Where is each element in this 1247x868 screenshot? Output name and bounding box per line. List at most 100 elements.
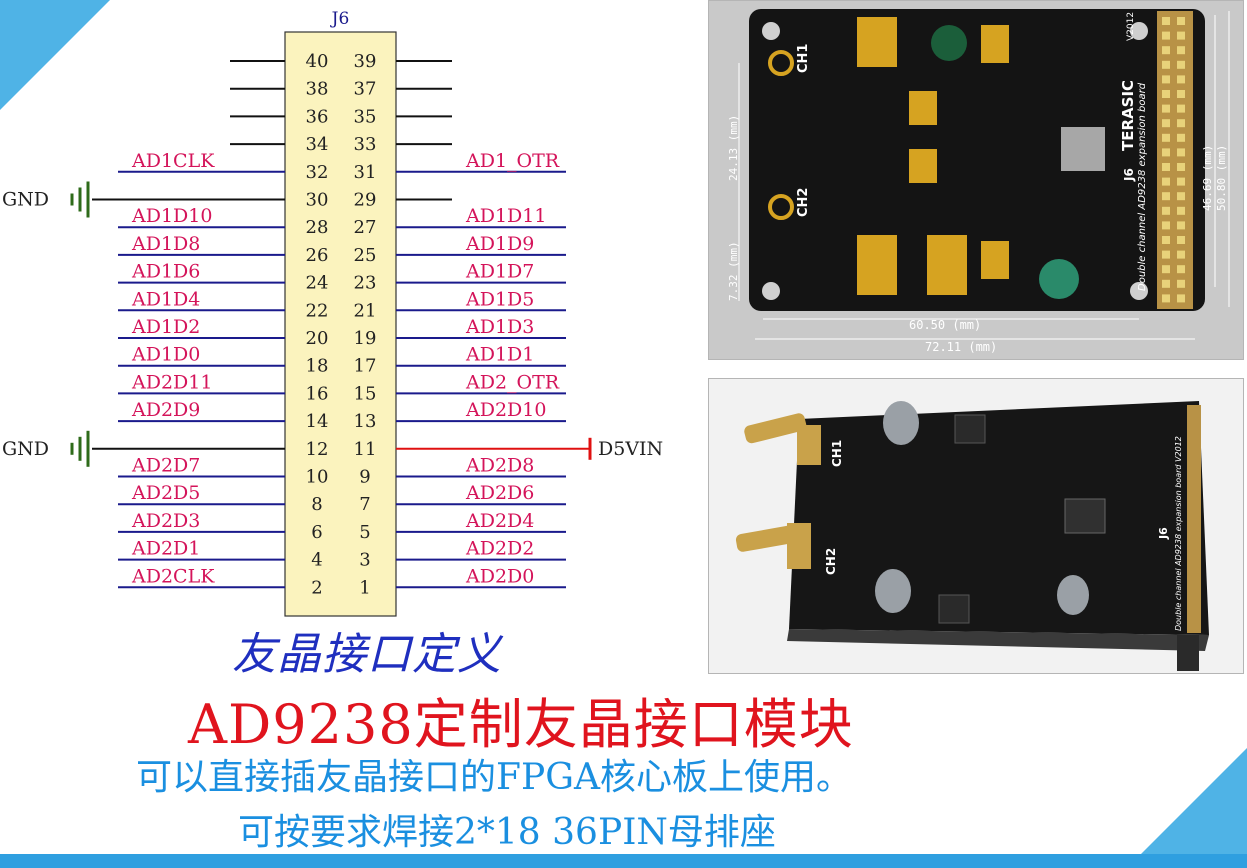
header-pin bbox=[1162, 17, 1170, 25]
pin-number: 20 bbox=[306, 328, 329, 349]
signal-label-left: AD1D4 bbox=[131, 288, 200, 310]
header-pin bbox=[1162, 265, 1170, 274]
signal-label-left: AD1CLK bbox=[131, 150, 215, 172]
gnd-label: GND bbox=[2, 438, 49, 460]
drawing-connector-ref: J6 bbox=[1122, 168, 1136, 182]
signal-label-right: AD2D0 bbox=[465, 565, 534, 587]
corner-decoration-bottom-right bbox=[1127, 748, 1247, 868]
pin-number: 24 bbox=[306, 273, 329, 294]
bottom-accent-bar bbox=[0, 854, 1247, 868]
photo-board-name: Double channel AD9238 expansion board V2… bbox=[1174, 436, 1183, 631]
header-pin bbox=[1177, 294, 1185, 303]
pin-number: 26 bbox=[306, 245, 329, 266]
signal-label-right: AD2D8 bbox=[465, 455, 534, 477]
header-pin bbox=[1162, 31, 1170, 40]
subtitle-line-2: 可按要求焊接2*18 36PIN母排座 bbox=[238, 812, 776, 853]
electrolytic-capacitor bbox=[1057, 575, 1089, 615]
drawing-ch2-label: CH2 bbox=[796, 188, 811, 217]
signal-label-right: AD1_OTR bbox=[465, 150, 560, 172]
capacitor-pad bbox=[857, 17, 897, 67]
header-pin bbox=[1162, 163, 1170, 171]
drawing-brand: TERASIC bbox=[1119, 80, 1137, 151]
ch2-sma-body bbox=[787, 523, 811, 569]
header-pin bbox=[1177, 17, 1185, 25]
pin-number: 28 bbox=[306, 217, 329, 238]
ch2-sma-pad bbox=[768, 194, 794, 220]
header-socket bbox=[1177, 635, 1199, 671]
signal-label-left: AD1D2 bbox=[131, 316, 200, 338]
dim-ch-offset: 7.32 (mm) bbox=[727, 241, 740, 301]
adc-chip bbox=[1064, 498, 1106, 534]
pcb-dimension-drawing: CH1 CH2 TERASIC Double channel AD9238 ex… bbox=[708, 0, 1244, 360]
mount-hole-tr bbox=[1130, 22, 1148, 40]
board-pin-header bbox=[1187, 405, 1201, 633]
photo-ch2-label: CH2 bbox=[824, 548, 838, 575]
header-pin bbox=[1177, 104, 1185, 113]
header-pin bbox=[1177, 148, 1185, 157]
header-pin bbox=[1162, 294, 1170, 303]
pin-number: 12 bbox=[306, 439, 329, 460]
electrolytic-capacitor bbox=[883, 401, 919, 445]
pin-number: 29 bbox=[354, 190, 377, 211]
pin-number: 13 bbox=[354, 411, 377, 432]
header-pin bbox=[1177, 46, 1185, 55]
signal-label-left: AD2D11 bbox=[131, 371, 212, 393]
ch2-sma-connector bbox=[735, 525, 799, 552]
header-pin bbox=[1162, 60, 1170, 69]
pin-number: 22 bbox=[306, 300, 329, 321]
signal-label-left: AD2D5 bbox=[131, 482, 200, 504]
header-pin bbox=[1177, 90, 1185, 98]
ic-pad bbox=[909, 149, 937, 183]
header-pin bbox=[1162, 148, 1170, 157]
header-pin bbox=[1177, 279, 1185, 288]
dim-height-inner: 46.69 (mm) bbox=[1201, 145, 1214, 211]
pin-number: 6 bbox=[311, 522, 322, 543]
header-pin bbox=[1177, 119, 1185, 128]
corner-decoration-top-left bbox=[0, 0, 110, 110]
drawing-version: V2012 bbox=[1126, 12, 1136, 41]
pin-number: 15 bbox=[354, 383, 377, 404]
header-pin bbox=[1162, 192, 1170, 201]
header-pin bbox=[1177, 250, 1185, 259]
ch1-sma-connector bbox=[744, 413, 807, 444]
pin-number: 23 bbox=[354, 273, 377, 294]
signal-label-left: AD1D10 bbox=[131, 205, 212, 227]
photo-connector-ref: J6 bbox=[1157, 527, 1170, 540]
pin-number: 11 bbox=[354, 439, 377, 460]
capacitor-pad bbox=[927, 235, 967, 295]
pin-number: 21 bbox=[354, 300, 377, 321]
pin-number: 25 bbox=[354, 245, 377, 266]
signal-label-right: AD1D5 bbox=[465, 288, 534, 310]
pin-number: 27 bbox=[354, 217, 377, 238]
pin-number: 18 bbox=[306, 356, 329, 377]
signal-label-left: AD1D6 bbox=[131, 261, 200, 283]
signal-label-right: AD1D7 bbox=[465, 261, 534, 283]
header-pin bbox=[1162, 104, 1170, 113]
signal-label-left: AD2D3 bbox=[131, 510, 200, 532]
pin-number: 2 bbox=[311, 577, 322, 598]
ch1-sma-pad bbox=[768, 50, 794, 76]
pin-number: 40 bbox=[306, 51, 329, 72]
pin-number: 9 bbox=[359, 467, 370, 488]
inductor bbox=[938, 594, 970, 624]
pin-number: 14 bbox=[306, 411, 329, 432]
photo-ch1-label: CH1 bbox=[830, 440, 844, 467]
signal-label-left: AD2D7 bbox=[131, 455, 200, 477]
signal-label-right: AD2_OTR bbox=[465, 371, 560, 393]
header-pin bbox=[1162, 90, 1170, 98]
connector-ref-label: J6 bbox=[330, 9, 350, 29]
dim-width-outer: 72.11 (mm) bbox=[925, 340, 997, 354]
signal-label-right: AD1D9 bbox=[465, 233, 534, 255]
ic-pad bbox=[909, 91, 937, 125]
mount-hole-bl bbox=[762, 282, 780, 300]
header-pin bbox=[1162, 250, 1170, 259]
signal-label-right: AD2D6 bbox=[465, 482, 534, 504]
header-pin bbox=[1177, 163, 1185, 171]
header-pin bbox=[1177, 206, 1185, 215]
dim-ch-spacing: 24.13 (mm) bbox=[727, 115, 740, 181]
pin-number: 37 bbox=[354, 79, 377, 100]
signal-label-left: AD1D0 bbox=[131, 344, 200, 366]
adc-chip bbox=[1061, 127, 1105, 171]
pin-number: 10 bbox=[306, 467, 329, 488]
